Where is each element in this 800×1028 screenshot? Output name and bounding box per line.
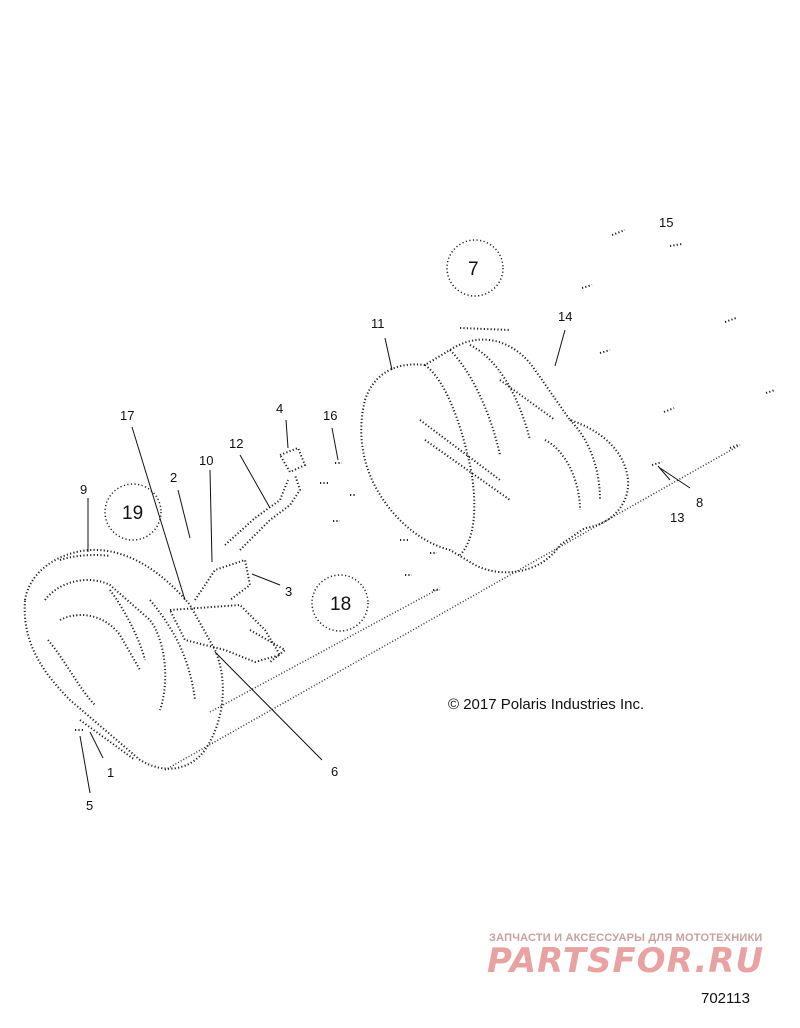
callout-6: 6 <box>331 764 338 779</box>
callout-3: 3 <box>285 584 292 599</box>
reference-label-19: 19 <box>122 503 143 524</box>
callout-9: 9 <box>80 482 87 497</box>
heat-shield-part <box>23 548 224 770</box>
assembly-axis-line-lower <box>209 587 441 713</box>
assembly-axis-line <box>164 444 741 771</box>
reference-circle-18 <box>311 574 369 632</box>
callout-17: 17 <box>120 408 134 423</box>
fasteners <box>75 229 776 731</box>
reference-label-18: 18 <box>330 594 351 615</box>
callout-10: 10 <box>199 453 213 468</box>
watermark-subtitle: ЗАПЧАСТИ И АКСЕССУАРЫ ДЛЯ МОТОТЕХНИКИ <box>489 932 763 944</box>
callout-12: 12 <box>229 436 243 451</box>
figure-id: 702113 <box>701 990 750 1007</box>
callout-15: 15 <box>659 215 673 230</box>
callout-1: 1 <box>107 765 114 780</box>
callout-16: 16 <box>323 408 337 423</box>
reference-circle-19 <box>104 483 162 541</box>
callout-2: 2 <box>170 470 177 485</box>
muffler-part <box>360 327 630 574</box>
callout-14: 14 <box>558 309 572 324</box>
callout-5: 5 <box>86 798 93 813</box>
callout-4: 4 <box>276 401 283 416</box>
callout-11: 11 <box>371 316 385 331</box>
reference-circle-7 <box>446 239 504 297</box>
leader-lines <box>79 329 691 794</box>
watermark-brand: PARTSFOR.RU <box>487 941 765 981</box>
copyright-notice: © 2017 Polaris Industries Inc. <box>448 696 645 713</box>
reference-label-7: 7 <box>468 259 479 280</box>
callout-13: 13 <box>670 510 684 525</box>
callout-8: 8 <box>696 495 703 510</box>
exhaust-header-part <box>168 446 307 664</box>
